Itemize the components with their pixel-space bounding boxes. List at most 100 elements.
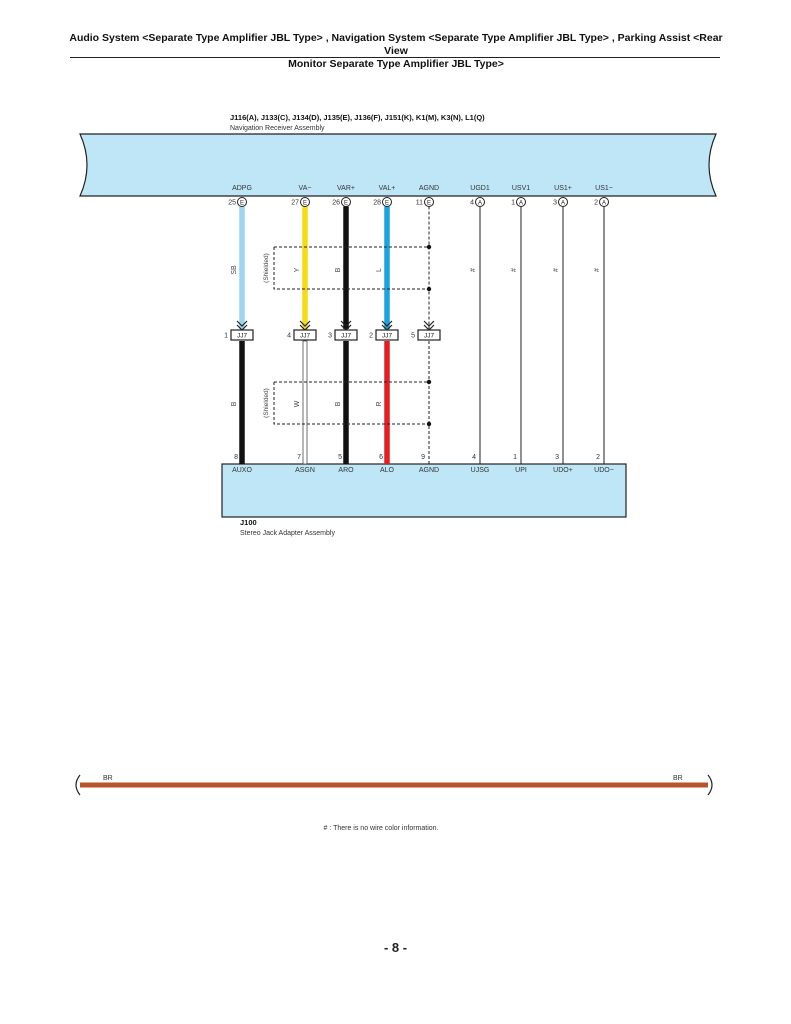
direct-bottom-pin-2: 3	[555, 454, 559, 461]
circuit-top-pin-4: 11	[416, 200, 423, 207]
direct-color-0: #	[470, 268, 477, 272]
direct-top-term-1: USV1	[512, 185, 530, 192]
circuit-top-connector-circle-0	[237, 197, 247, 207]
circuit-bottom-term-0: AUXO	[232, 467, 252, 474]
circuit-bottom-pin-1: 7	[297, 454, 301, 461]
circuit-junction-label-3: JJ7	[382, 333, 393, 340]
circuit-junction-box-2	[334, 329, 358, 341]
circuit-junction-box-3	[375, 329, 399, 341]
wires-layer	[239, 206, 605, 465]
direct-top-term-2: US1+	[554, 185, 572, 192]
circuit-top-connector-circle-2	[341, 197, 351, 207]
circuit-upper-color-3: L	[376, 268, 383, 272]
direct-bottom-pin-3: 2	[596, 454, 600, 461]
circuit-junction-pin-2: 3	[328, 333, 332, 340]
circuit-top-term-4: AGND	[419, 185, 439, 192]
direct-bottom-term-3: UDO−	[594, 467, 614, 474]
legend-note: # : There is no wire color information.	[323, 825, 438, 832]
direct-top-pin-3: 2	[594, 200, 598, 207]
top-connectors-label: J116(A), J133(C), J134(D), J135(E), J136…	[230, 113, 485, 122]
direct-top-connector-letter-3: A	[602, 201, 606, 207]
top-component-name: Navigation Receiver Assembly	[230, 125, 325, 132]
page-header: Audio System <Separate Type Amplifier JB…	[60, 32, 732, 71]
circuit-junction-pin-4: 5	[411, 333, 415, 340]
circuit-lower-color-1: W	[294, 400, 301, 407]
circuit-junction-label-2: JJ7	[341, 333, 352, 340]
circuit-lower-color-3: R	[376, 401, 383, 406]
circuit-bottom-term-4: AGND	[419, 467, 439, 474]
direct-bottom-pin-1: 1	[513, 454, 517, 461]
header-rule	[70, 57, 720, 58]
page-number: - 8 -	[383, 940, 408, 955]
bottom-component-id: J100	[240, 518, 257, 527]
direct-top-pin-2: 3	[553, 200, 557, 207]
direct-color-1: #	[511, 268, 518, 272]
bottom-component-name: Stereo Jack Adapter Assembly	[240, 530, 335, 537]
direct-top-pin-1: 1	[511, 200, 515, 207]
circuit-lower-color-0: B	[231, 401, 238, 406]
direct-top-pin-0: 4	[470, 200, 474, 207]
circuit-upper-color-2: B	[335, 267, 342, 272]
direct-top-connector-circle-1	[516, 197, 526, 207]
direct-bottom-term-0: UJSG	[471, 467, 490, 474]
direct-top-connector-letter-2: A	[561, 201, 565, 207]
shield-dot-bottom-1	[426, 421, 432, 427]
circuit-top-connector-letter-4: E	[427, 201, 431, 207]
circuit-bottom-pin-4: 9	[421, 454, 425, 461]
circuit-top-pin-3: 28	[373, 200, 381, 207]
circuit-top-pin-2: 26	[332, 200, 340, 207]
circuit-top-connector-letter-3: E	[385, 201, 389, 207]
circuit-bottom-term-1: ASGN	[295, 467, 315, 474]
shield-dot-top-0	[426, 244, 432, 250]
direct-color-3: #	[594, 268, 601, 272]
direct-top-connector-circle-0	[475, 197, 485, 207]
circuit-junction-pin-3: 2	[369, 333, 373, 340]
direct-top-connector-circle-2	[558, 197, 568, 207]
ground-wire-right-end	[707, 774, 713, 796]
direct-bottom-term-2: UDO+	[553, 467, 573, 474]
circuit-top-term-3: VAL+	[379, 185, 396, 192]
circuit-junction-label-4: JJ7	[424, 333, 435, 340]
circuit-junction-box-1	[293, 329, 317, 341]
circuit-bottom-term-3: ALO	[380, 467, 395, 474]
ground-wire-left-label: BR	[103, 775, 113, 782]
circuit-top-pin-1: 27	[291, 200, 299, 207]
navigation-receiver-box	[79, 133, 717, 197]
shields-layer: (Shielded)(Shielded)	[263, 244, 432, 427]
circuit-top-connector-circle-3	[382, 197, 392, 207]
circuit-junction-box-0	[230, 329, 254, 341]
circuit-junction-pin-1: 4	[287, 333, 291, 340]
ground-wire-left-end	[75, 774, 81, 796]
direct-bottom-term-1: UPI	[515, 467, 527, 474]
circuit-junction-label-1: JJ7	[300, 333, 311, 340]
stereo-jack-adapter-box	[221, 463, 627, 518]
circuit-top-term-2: VAR+	[337, 185, 355, 192]
circuit-top-connector-letter-1: E	[303, 201, 307, 207]
circuit-lower-wire-1	[302, 340, 308, 465]
direct-top-connector-letter-0: A	[478, 201, 482, 207]
circuit-bottom-pin-3: 6	[379, 454, 383, 461]
shield-box-0	[273, 246, 429, 290]
ground-wire-right-label: BR	[673, 775, 683, 782]
header-title-line2: Monitor Separate Type Amplifier JBL Type…	[288, 58, 504, 70]
circuit-top-pin-0: 25	[228, 200, 236, 207]
circuit-lower-color-2: B	[335, 401, 342, 406]
shield-box-1	[273, 381, 429, 425]
circuit-upper-color-0: SB	[231, 265, 238, 275]
circuit-junction-label-0: JJ7	[237, 333, 248, 340]
circuit-top-connector-circle-4	[424, 197, 434, 207]
circuit-top-connector-letter-0: E	[240, 201, 244, 207]
direct-top-connector-letter-1: A	[519, 201, 523, 207]
header-title-line1: Audio System <Separate Type Amplifier JB…	[69, 32, 723, 57]
circuit-bottom-term-2: ARO	[338, 467, 354, 474]
circuit-bottom-pin-2: 5	[338, 454, 342, 461]
shield-dot-bottom-0	[426, 286, 432, 292]
circuit-bottom-pin-0: 8	[234, 454, 238, 461]
direct-color-2: #	[553, 268, 560, 272]
direct-bottom-pin-0: 4	[472, 454, 476, 461]
direct-top-term-0: UGD1	[470, 185, 490, 192]
circuit-junction-pin-0: 1	[224, 333, 228, 340]
circuit-top-term-0: ADPG	[232, 185, 252, 192]
